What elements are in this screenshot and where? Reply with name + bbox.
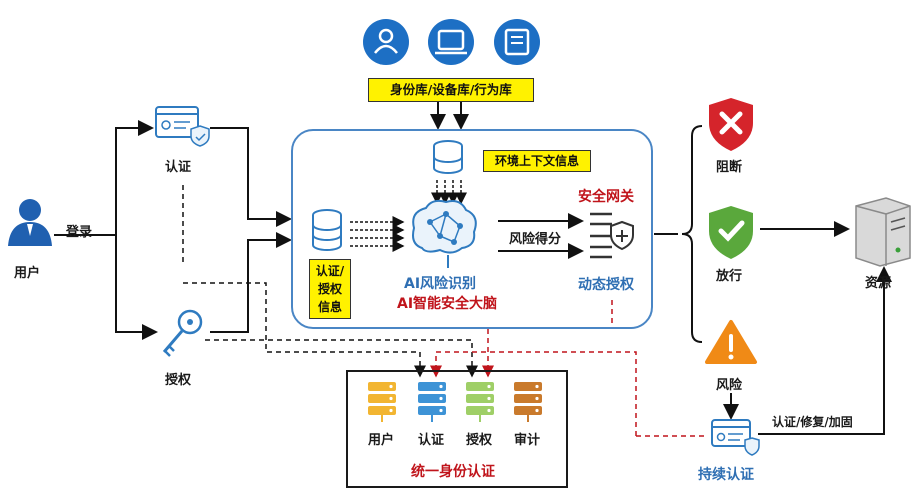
module-label: 授权 [466,433,493,448]
module-label: 用户 [368,433,395,448]
module-label: 审计 [514,433,541,448]
user-badge-icon [363,19,409,65]
unified-identity-auth-label: 统一身份认证 [411,464,495,480]
certificate-icon [155,106,210,147]
module-server-icon [418,382,446,422]
module-server-icon [368,382,396,422]
server-icon [855,197,911,267]
warning-icon [705,320,757,364]
identity-device-behavior-db-label: 身份库/设备库/行为库 [368,78,534,102]
ai-security-brain-panel [291,129,653,329]
key-icon [162,309,203,357]
security-gateway-icon [590,212,634,259]
ai-brain-icon [412,199,477,268]
module-label: 认证 [418,433,445,448]
authorization-label: 授权 [165,373,192,388]
security-gateway-label: 安全网关 [578,189,634,205]
auth-info-database-icon [312,209,342,251]
ai-smart-security-brain-label: AI智能安全大脑 [397,296,498,312]
unified-identity-auth-panel [346,370,568,488]
continuous-authentication-label: 持续认证 [698,467,754,483]
continuous-auth-certificate-icon [711,419,760,456]
ai-risk-recognition-label: AI风险识别 [404,276,477,292]
record-book-icon [494,19,540,65]
device-icon [428,19,474,65]
context-database-icon [433,140,463,174]
login-label: 登录 [66,225,93,240]
authentication-label: 认证 [165,160,192,175]
risk-label: 风险 [716,378,743,393]
allow-shield-icon [709,206,753,259]
block-label: 阻断 [716,160,743,175]
resource-label: 资源 [865,276,892,291]
user-person-icon [8,199,52,246]
block-shield-icon [709,98,753,151]
remediation-label: 认证/修复/加固 [772,415,853,429]
risk-score-label: 风险得分 [509,232,562,247]
module-server-icon [514,382,542,422]
module-server-icon [466,382,494,422]
allow-label: 放行 [716,269,743,284]
auth-info-label: 认证/ 授权 信息 [309,259,351,319]
environment-context-label: 环境上下文信息 [483,150,591,172]
dynamic-authorization-label: 动态授权 [578,277,634,293]
user-label: 用户 [14,266,41,281]
